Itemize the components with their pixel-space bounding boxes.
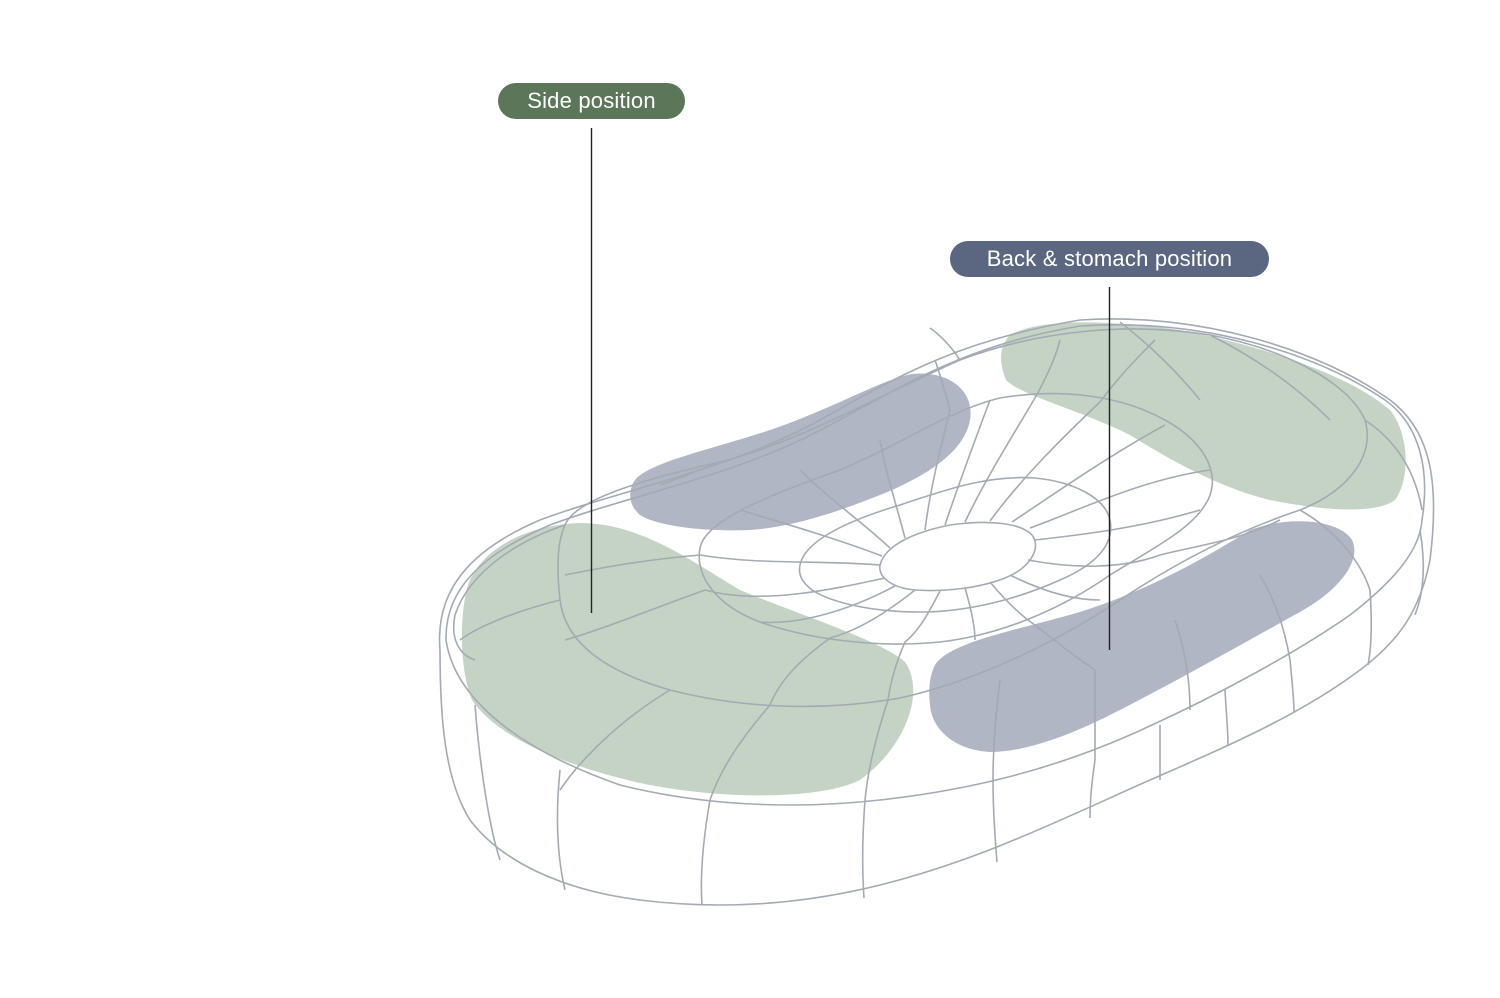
radial-line — [1159, 519, 1281, 556]
radial-line — [799, 469, 891, 549]
pillow-wireframe — [438, 318, 1435, 906]
radial-lines — [564, 339, 1281, 706]
radial-line — [934, 359, 951, 411]
rim-section — [1174, 619, 1191, 711]
radial-line — [879, 439, 906, 539]
rim-section — [864, 699, 889, 801]
wall-segment — [861, 799, 866, 899]
rim-section — [1364, 419, 1423, 511]
back-stomach-position-label: Back & stomach position — [950, 241, 1269, 277]
radial-line — [964, 587, 976, 641]
radial-line — [829, 589, 916, 639]
radial-line — [989, 581, 1036, 626]
wall-segment — [1414, 529, 1425, 616]
wall-segment — [1367, 589, 1373, 666]
wall-segment — [1089, 759, 1096, 819]
rim-sections — [453, 321, 1423, 801]
radial-line — [1011, 424, 1166, 523]
radial-line — [704, 577, 886, 598]
rim-section — [1259, 574, 1291, 661]
rim-section — [709, 704, 771, 801]
radial-line — [904, 590, 941, 643]
back-zone-rear-left — [630, 373, 971, 531]
radial-line — [1029, 469, 1211, 529]
rim-section — [929, 327, 961, 361]
radial-line — [887, 641, 906, 701]
wall-segment — [1224, 689, 1229, 746]
wall-segment — [474, 704, 501, 861]
radial-line — [759, 585, 896, 624]
rim-section — [453, 524, 566, 661]
wall-segment — [1289, 659, 1295, 713]
top-rim — [445, 324, 1426, 641]
rim-section — [1119, 321, 1201, 401]
inner-rim-2 — [698, 392, 1214, 645]
radial-line — [564, 589, 706, 641]
radial-line — [944, 399, 991, 526]
front-top-edge — [445, 519, 1423, 806]
wall-segment — [556, 769, 566, 891]
rim-section — [659, 461, 721, 486]
radial-line — [989, 401, 1101, 522]
inner-rim-3 — [798, 476, 1112, 613]
side-zone-front-left — [461, 523, 914, 796]
radial-line — [699, 554, 881, 566]
zone-layer — [461, 322, 1406, 796]
wall-segment — [700, 799, 711, 906]
radial-line — [924, 409, 951, 531]
radial-line — [1034, 624, 1096, 671]
radial-line — [564, 554, 701, 576]
side-zone-back-right — [1001, 322, 1406, 510]
inner-rim-1 — [557, 328, 1368, 708]
radial-line — [1034, 509, 1201, 541]
rim-section — [459, 599, 561, 641]
radial-line — [964, 397, 1036, 523]
rim-section — [1209, 334, 1331, 421]
radial-line — [1009, 574, 1101, 601]
radial-line — [739, 509, 883, 557]
side-position-label: Side position — [498, 83, 685, 119]
radial-line — [769, 637, 831, 706]
radial-line — [1027, 554, 1161, 567]
rim-section — [559, 689, 671, 791]
rim-section — [992, 679, 1001, 781]
back-zone-front-right — [929, 521, 1355, 752]
radial-line — [1034, 339, 1061, 399]
wall-segment — [992, 779, 998, 863]
rim-section — [1299, 509, 1371, 591]
radial-line — [1099, 339, 1156, 403]
outer-silhouette — [438, 318, 1435, 906]
side-wall-segments — [474, 529, 1425, 906]
